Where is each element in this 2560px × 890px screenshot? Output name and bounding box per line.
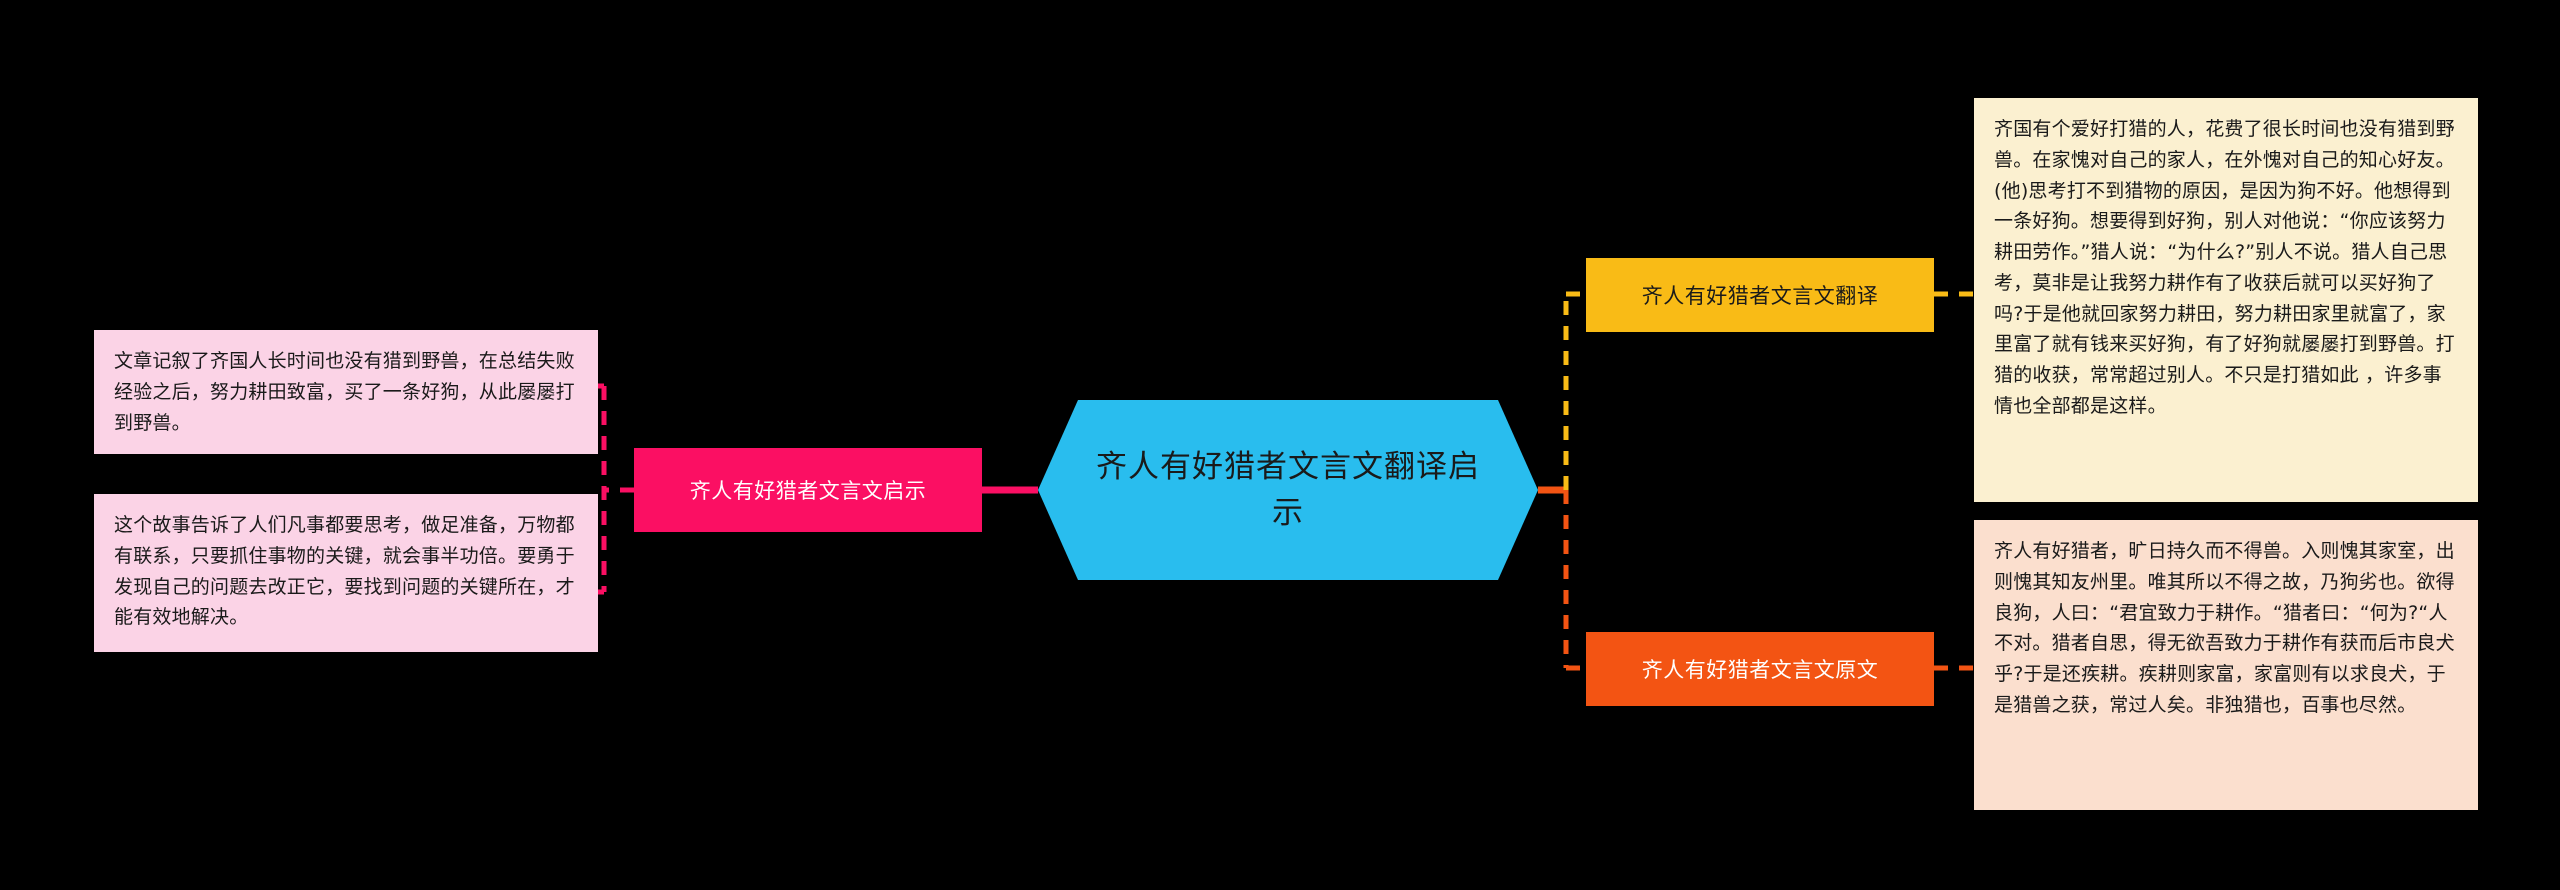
leaf-node-qishi-moral[interactable]: 这个故事告诉了人们凡事都要思考，做足准备，万物都有联系，只要抓住事物的关键，就会… [94,494,598,652]
leaf-node-fanyi-translation[interactable]: 齐国有个爱好打猎的人，花费了很长时间也没有猎到野兽。在家愧对自己的家人，在外愧对… [1974,98,2478,502]
branch-node-yuanwen[interactable]: 齐人有好猎者文言文原文 [1586,632,1934,706]
central-topic-node[interactable]: 齐人有好猎者文言文翻译启示 [1038,400,1538,580]
leaf-node-qishi-summary[interactable]: 文章记叙了齐国人长时间也没有猎到野兽，在总结失败经验之后，努力耕田致富，买了一条… [94,330,598,455]
branch-node-fanyi[interactable]: 齐人有好猎者文言文翻译 [1586,258,1934,332]
leaf-node-yuanwen-original[interactable]: 齐人有好猎者，旷日持久而不得兽。入则愧其家室，出则愧其知友州里。唯其所以不得之故… [1974,520,2478,810]
branch-node-qishi[interactable]: 齐人有好猎者文言文启示 [634,448,982,532]
